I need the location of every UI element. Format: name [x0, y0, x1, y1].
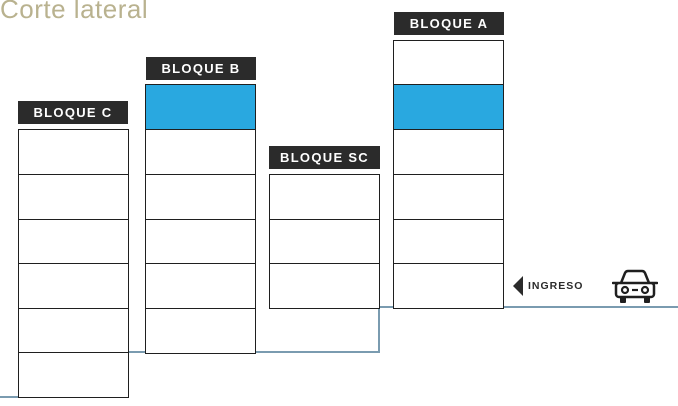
block-sc-floor-2: [269, 219, 380, 265]
block-b-label: BLOQUE B: [146, 57, 256, 80]
block-c-floor-2: [18, 174, 129, 220]
ingreso-label: INGRESO: [528, 280, 584, 292]
block-a-floor-6: [393, 263, 504, 309]
block-sc-floor-1: [269, 174, 380, 220]
block-sc-floor-3: [269, 263, 380, 309]
block-a-floor-4: [393, 174, 504, 220]
block-b-floor-6: [145, 308, 256, 354]
block-c-floor-4: [18, 263, 129, 309]
block-b-floor-4: [145, 219, 256, 265]
block-c-label: BLOQUE C: [18, 101, 128, 124]
block-a-floor-1: [393, 40, 504, 86]
block-c-floor-5: [18, 308, 129, 354]
block-b-floor-5: [145, 263, 256, 309]
page-title: Corte lateral: [0, 0, 149, 24]
block-a-floor-3: [393, 129, 504, 175]
block-a-label: BLOQUE A: [394, 12, 504, 35]
block-sc-label: BLOQUE SC: [269, 146, 380, 169]
arrow-left-icon: [513, 276, 523, 296]
car-icon: [612, 269, 658, 303]
ingreso-marker: INGRESO: [513, 276, 583, 296]
block-c-floor-6: [18, 352, 129, 398]
block-a-floor-5: [393, 219, 504, 265]
block-b-floor-2: [145, 129, 256, 175]
block-c-floor-1: [18, 129, 129, 175]
block-a-floor-2-highlighted: [393, 84, 504, 130]
block-b-floor-1-highlighted: [145, 84, 256, 130]
block-c-floor-3: [18, 219, 129, 265]
block-b-floor-3: [145, 174, 256, 220]
